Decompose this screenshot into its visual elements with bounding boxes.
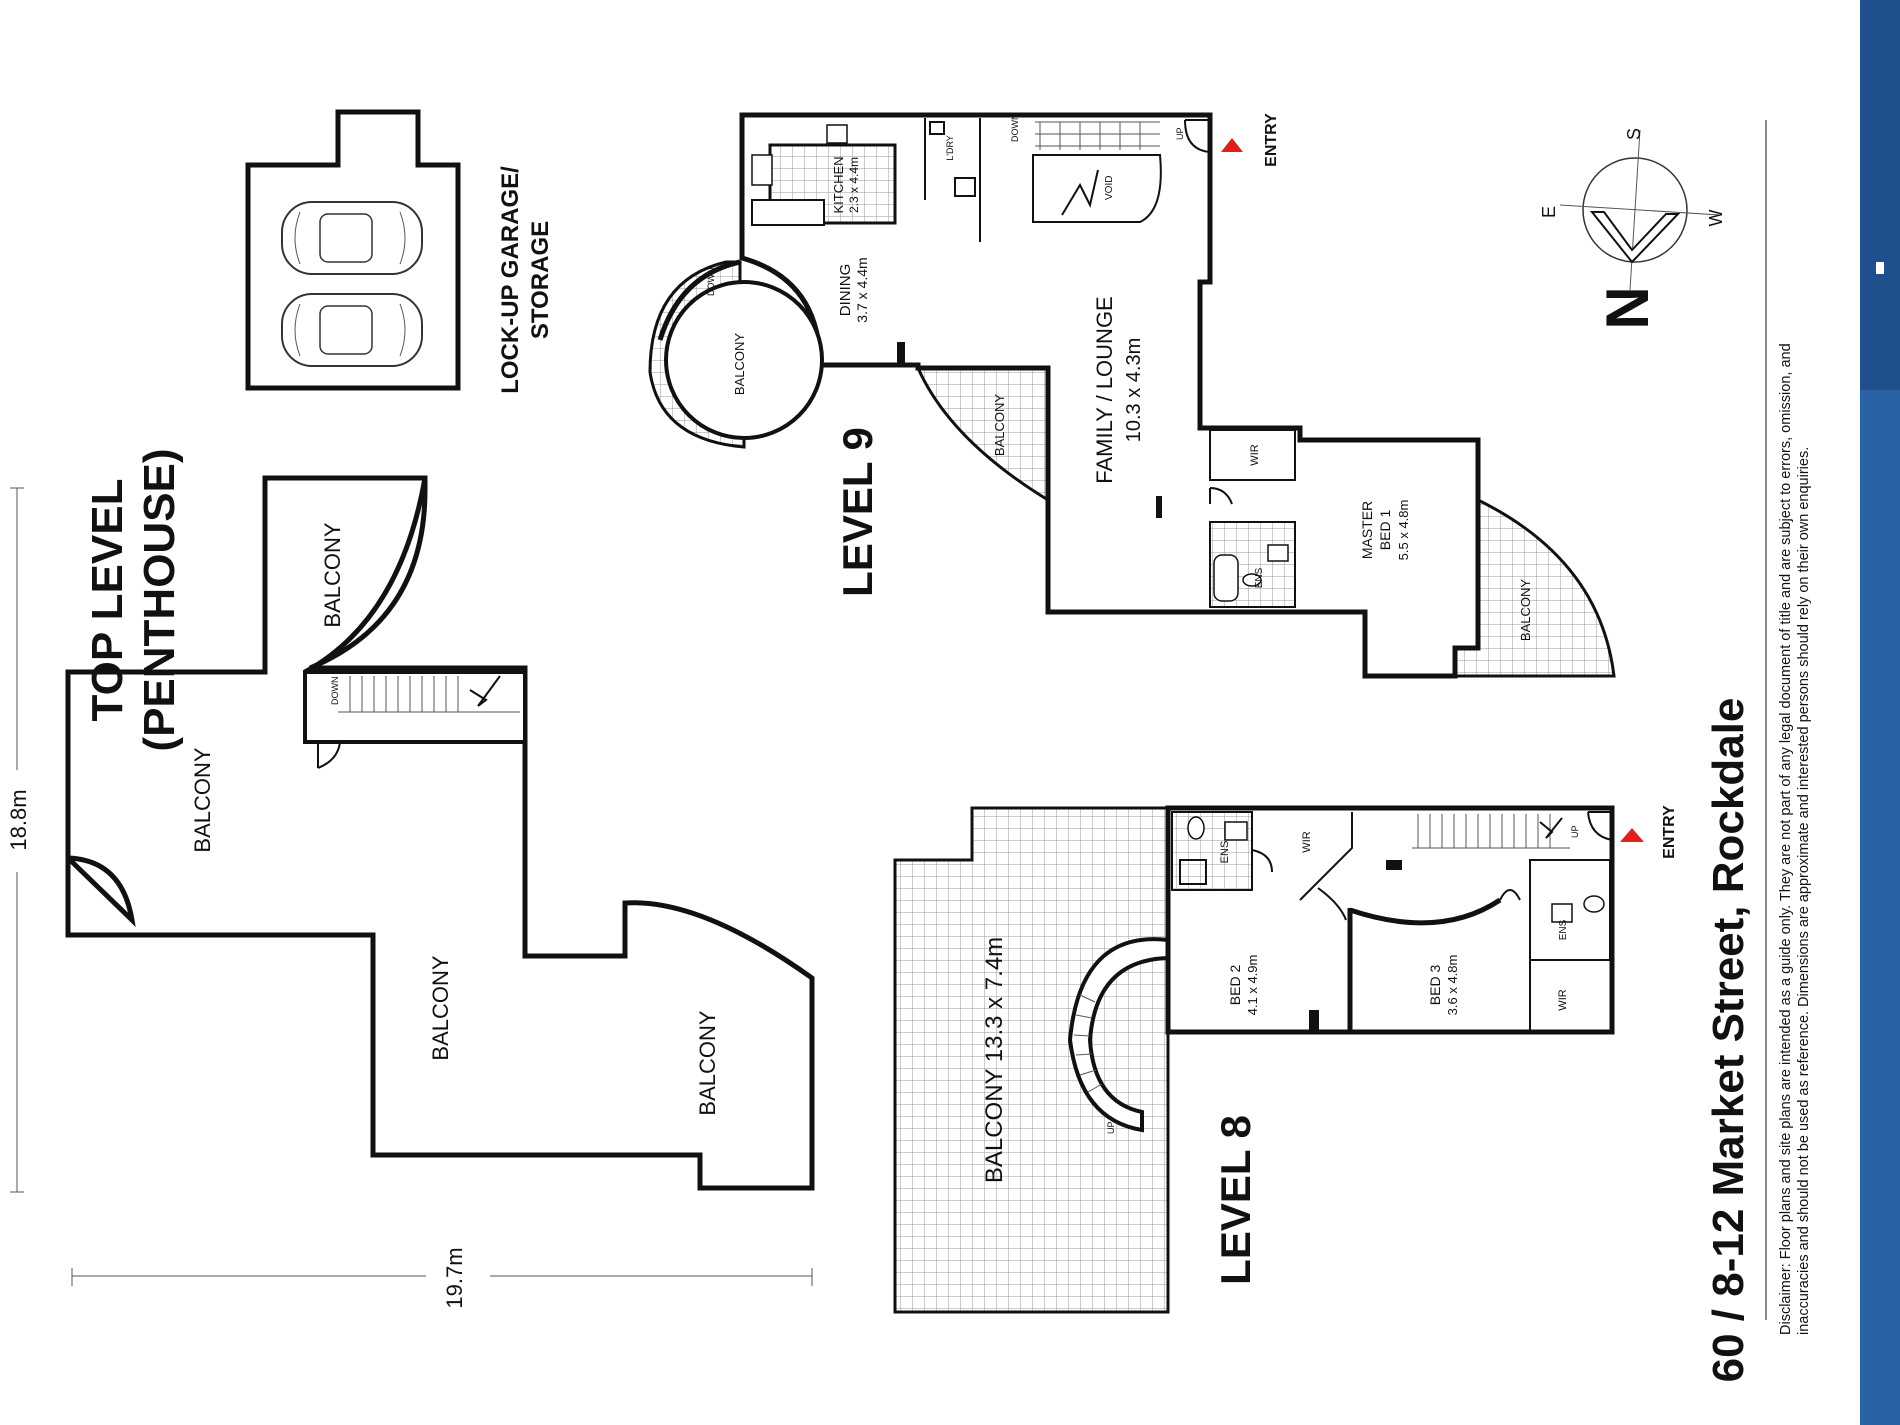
kitchen: KITCHEN 2.3 x 4.4m	[751, 124, 897, 226]
balcony-l8-label: BALCONY 13.3 x 7.4m	[981, 937, 1008, 1183]
family-lounge-label: FAMILY / LOUNGE	[1092, 296, 1117, 483]
balcony-l9-master	[1453, 497, 1616, 678]
dimension-height-label: 18.8m	[6, 789, 31, 850]
stair-down-label: DOWN	[1010, 114, 1020, 143]
ens-label: ENS	[1219, 841, 1231, 864]
balcony-l9-mid	[915, 366, 1050, 503]
entry-arrow-icon	[1620, 828, 1644, 842]
column	[1309, 1010, 1319, 1034]
bed3-label: BED 3	[1427, 965, 1443, 1006]
bed3-dim: 3.6 x 4.8m	[1445, 955, 1460, 1016]
dimension-width: 19.7m	[71, 1247, 813, 1309]
ens-label: ENS	[1254, 567, 1265, 588]
level-9-stairs: DOWN UP VOID	[1010, 114, 1211, 223]
garage-outline	[245, 109, 461, 391]
column	[897, 342, 905, 366]
stair-down-label: DOWN	[330, 677, 340, 706]
penthouse-outline	[65, 475, 815, 1191]
master-wir: WIR	[1209, 429, 1296, 505]
bed3-ensuite: ENS	[1529, 859, 1611, 961]
kitchen-dim: 2.3 x 4.4m	[847, 157, 861, 213]
compass-e: E	[1539, 206, 1559, 218]
compass-w: W	[1706, 210, 1726, 227]
balcony-label: BALCONY	[320, 522, 345, 627]
bed2-label: BED 2	[1227, 965, 1243, 1006]
side-bar-mark-icon	[1876, 262, 1884, 274]
disclaimer-line-1: Disclaimer: Floor plans and site plans a…	[1778, 343, 1794, 1335]
car-icon	[281, 201, 423, 275]
dimension-height: 18.8m	[6, 487, 31, 1193]
spiral-stair	[1067, 937, 1170, 1133]
stair-up-label: UP	[1570, 825, 1580, 838]
master-ensuite: ENS	[1209, 521, 1296, 608]
balcony-label: BALCONY	[428, 955, 453, 1060]
wir-label: WIR	[1557, 989, 1569, 1010]
balcony-l8	[893, 806, 1170, 1314]
family-lounge-dim: 10.3 x 4.3m	[1123, 338, 1145, 443]
dimension-width-label: 19.7m	[442, 1247, 467, 1308]
balcony-round	[664, 280, 824, 440]
top-level-subtitle: (PENTHOUSE)	[135, 448, 184, 751]
kitchen-label: KITCHEN	[831, 156, 846, 213]
bed2-ensuite: ENS	[1171, 811, 1253, 891]
balcony-label: BALCONY	[992, 394, 1007, 456]
level-8-title: LEVEL 8	[1212, 1115, 1259, 1285]
property-address: 60 / 8-12 Market Street, Rockdale	[1704, 698, 1753, 1383]
compass-icon: S E W N	[1539, 128, 1726, 330]
car-icon	[281, 293, 423, 367]
balcony-label: BALCONY	[695, 1010, 720, 1115]
entry-label: ENTRY	[1263, 113, 1280, 167]
top-level-title: TOP LEVEL	[83, 479, 132, 722]
entry-label: ENTRY	[1661, 805, 1678, 859]
stair-up-label: UP	[1175, 127, 1185, 140]
level-9-plan: LEVEL 9 KITCHEN 2.3 x 4.4m L'DRY	[648, 112, 1616, 679]
level-9-outline	[739, 112, 1481, 679]
wir-label: WIR	[1249, 444, 1261, 465]
column	[1386, 860, 1402, 870]
level-9-title: LEVEL 9	[834, 427, 881, 597]
bed2-dim: 4.1 x 4.9m	[1245, 955, 1260, 1016]
side-bar	[1860, 0, 1900, 1425]
entry-arrow-icon	[1221, 138, 1243, 152]
disclaimer-line-2: inaccuracies and should not be used as r…	[1796, 447, 1812, 1335]
level-8-plan: LEVEL 8 UP BALCONY 13.3 x 7.4m ENS WIR	[893, 805, 1678, 1314]
wir-label: WIR	[1301, 831, 1313, 852]
stair-core	[303, 670, 527, 744]
disclaimer: Disclaimer: Floor plans and site plans a…	[1765, 120, 1812, 1335]
master-bed-sub: BED 1	[1377, 510, 1393, 551]
void-label: VOID	[1104, 176, 1115, 200]
top-level-plan: TOP LEVEL (PENTHOUSE) LOCK-UP GARAGE/ ST…	[6, 109, 815, 1309]
compass-s: S	[1624, 128, 1644, 140]
laundry: L'DRY	[924, 118, 981, 242]
balcony-label: BALCONY	[732, 333, 747, 395]
side-bar-tab	[1860, 0, 1900, 390]
dining-dim: 3.7 x 4.4m	[854, 257, 870, 322]
floor-plan: TOP LEVEL (PENTHOUSE) LOCK-UP GARAGE/ ST…	[6, 109, 1812, 1383]
ens-label: ENS	[1558, 919, 1569, 940]
balcony-label: BALCONY	[190, 747, 215, 852]
column	[1156, 496, 1162, 518]
balcony-label: BALCONY	[1518, 579, 1533, 641]
stair-up-label: UP	[1106, 1121, 1116, 1134]
level-8-outline	[1165, 805, 1615, 1035]
garage-label: LOCK-UP GARAGE/	[497, 166, 524, 394]
garage-label-2: STORAGE	[527, 221, 554, 339]
compass-north: N	[1594, 286, 1661, 329]
master-bed-label: MASTER	[1359, 501, 1375, 559]
dining-label: DINING	[837, 264, 854, 317]
master-bed-dim: 5.5 x 4.8m	[1396, 500, 1411, 561]
laundry-label: L'DRY	[945, 135, 955, 161]
stair-down-label: DOWN	[706, 268, 716, 297]
